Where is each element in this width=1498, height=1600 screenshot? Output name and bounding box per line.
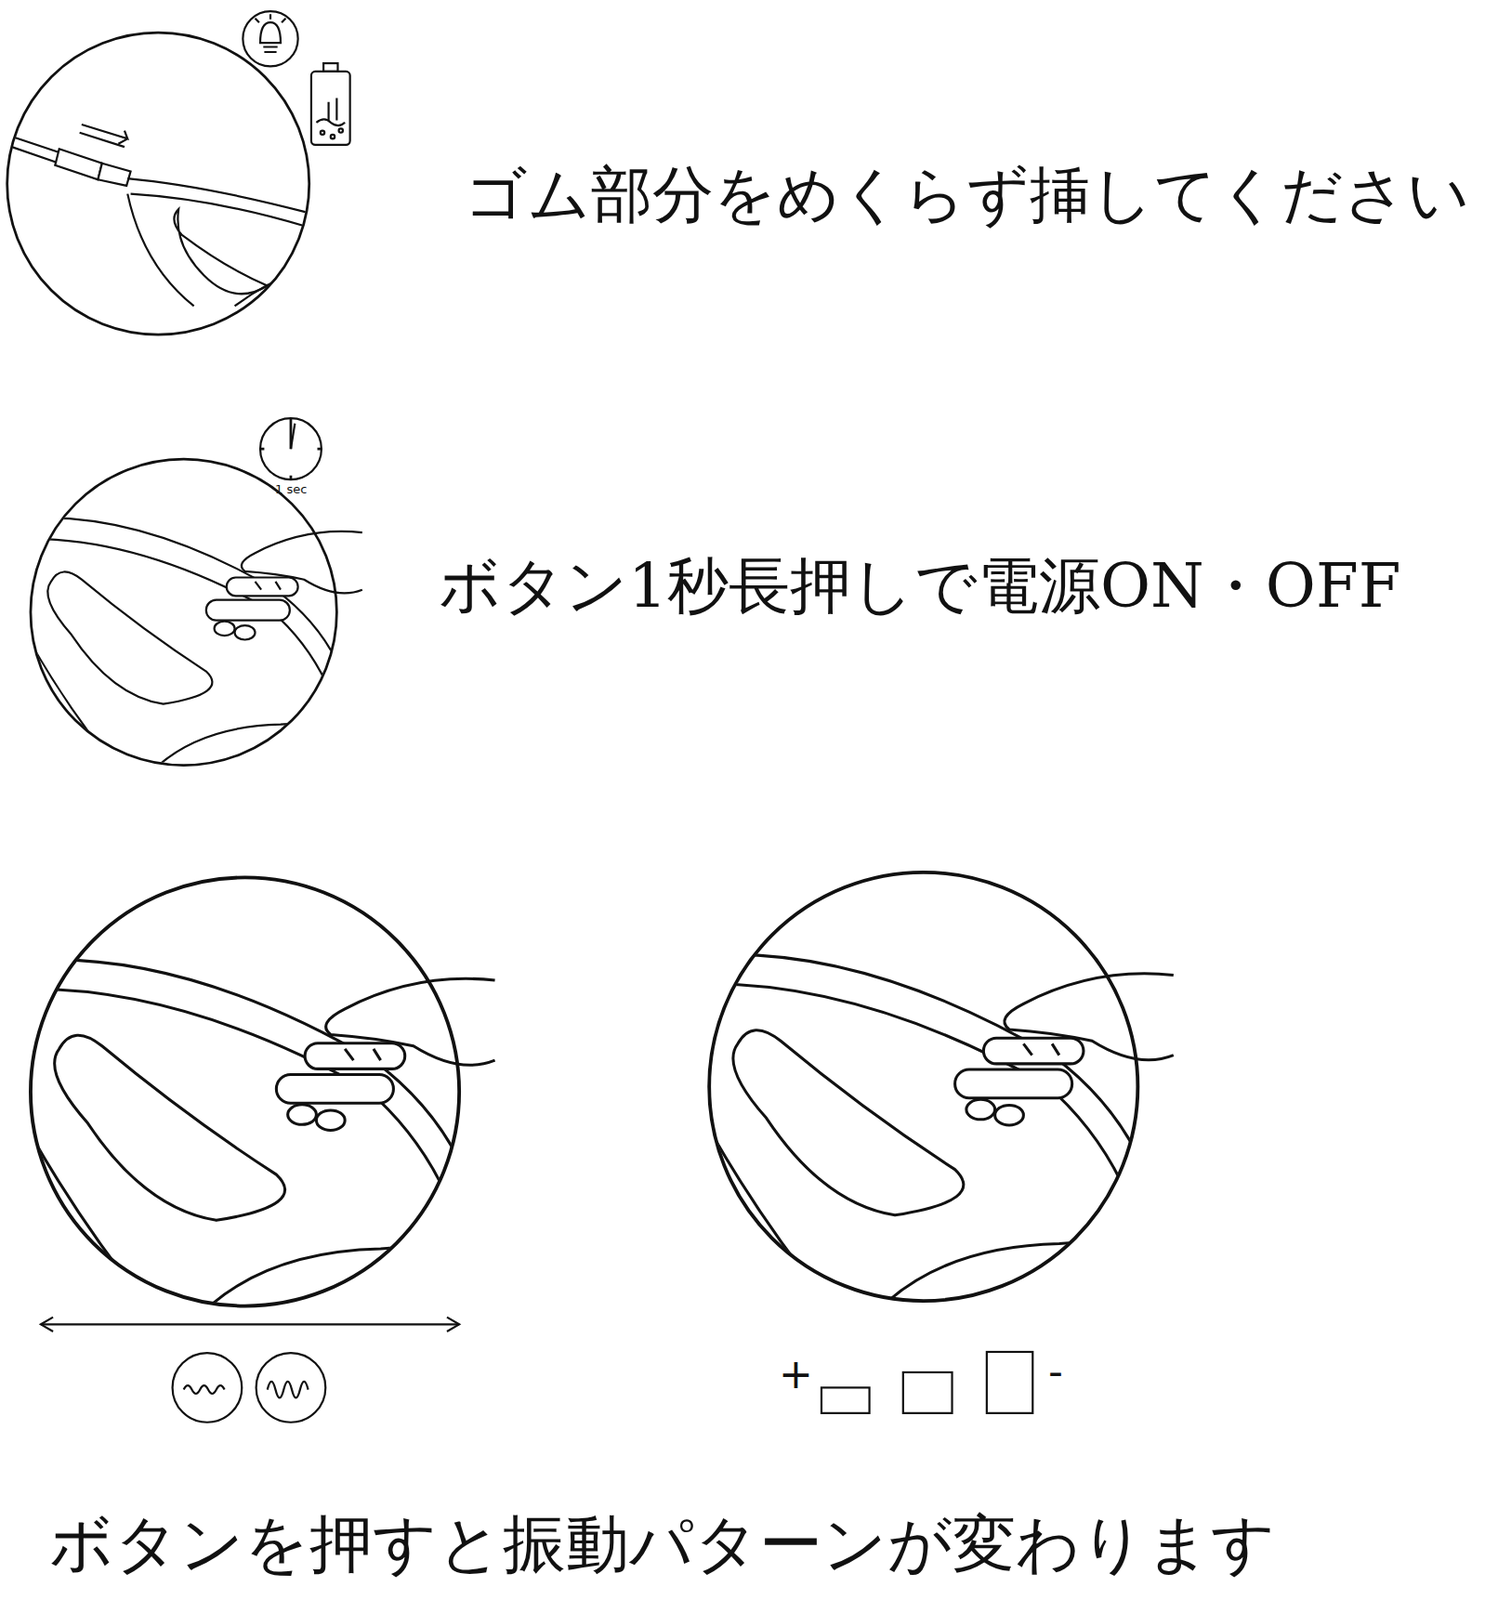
instruction-text: ゴム部分をめくらず挿してください [464, 161, 1471, 230]
minus-sign: - [1048, 1349, 1064, 1394]
instruction-text: ボタンを押すと振動パターンが変わります [49, 1510, 1276, 1580]
plus-sign: + [778, 1352, 814, 1397]
instruction-text: ボタン1秒長押しで電源ON・OFF [438, 552, 1402, 621]
timer-label: 1 sec [275, 483, 307, 497]
